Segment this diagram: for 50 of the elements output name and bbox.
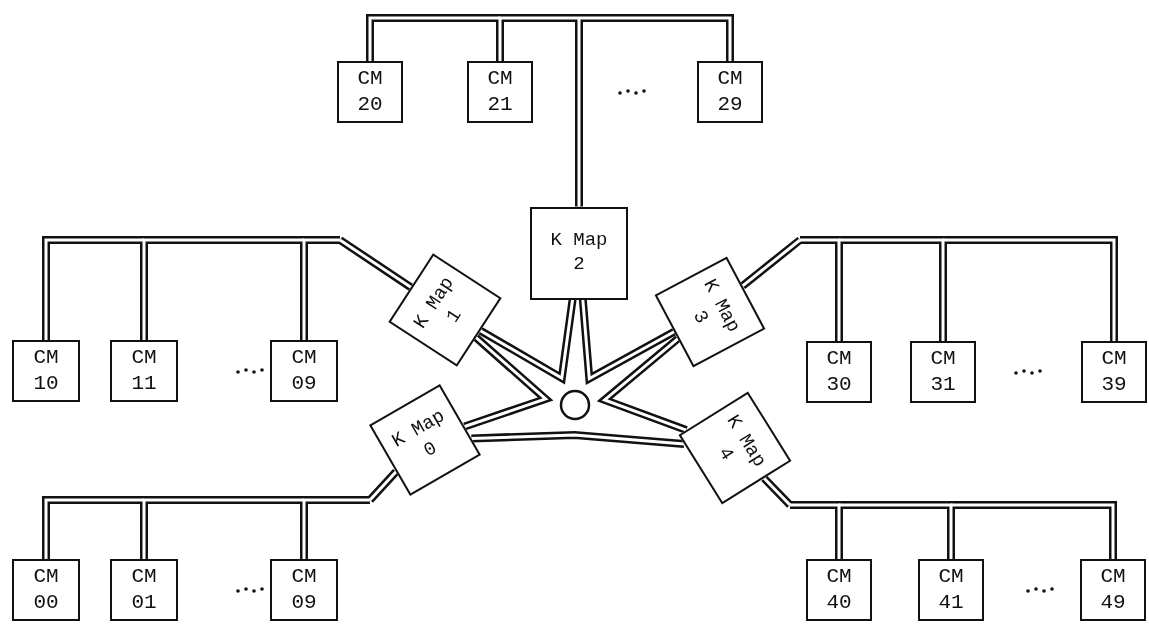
computer-module-box — [1081, 341, 1147, 403]
computer-module-box — [806, 341, 872, 403]
bus-line — [471, 431, 685, 448]
bus-line — [300, 496, 370, 559]
module-label: CM 21 — [486, 65, 514, 118]
module-label: CM 49 — [1099, 563, 1127, 616]
computer-module-box — [910, 341, 976, 403]
module-label: CM 30 — [825, 345, 853, 398]
module-label: CM 09 — [290, 563, 318, 616]
bus-line — [478, 298, 577, 385]
module-label: CM 31 — [929, 345, 957, 398]
module-label: CM 20 — [356, 65, 384, 118]
bus-line — [496, 14, 579, 61]
module-label: CM 01 — [130, 563, 158, 616]
computer-module-box — [12, 340, 80, 402]
computer-module-box — [806, 559, 872, 621]
k-map-box — [530, 206, 628, 300]
module-label: CM 40 — [825, 563, 853, 616]
computer-module-box — [337, 61, 403, 123]
module-label: CM 39 — [1100, 345, 1128, 398]
bus-line — [596, 335, 688, 434]
module-label: CM 29 — [716, 65, 744, 118]
module-label: CM 11 — [130, 344, 158, 397]
bus-line — [800, 236, 843, 341]
bus-line — [300, 236, 340, 340]
bus-line — [579, 14, 734, 61]
computer-module-box — [918, 559, 984, 621]
module-label: CM 00 — [32, 563, 60, 616]
bus-line — [578, 299, 677, 386]
k-map-label: K Map 1 — [408, 272, 468, 335]
bus-line — [337, 236, 414, 291]
bus-line — [761, 475, 793, 508]
computer-module-box — [110, 340, 178, 402]
bus-line — [790, 501, 843, 559]
module-label: CM 41 — [937, 563, 965, 616]
k-map-label: K Map 2 — [549, 229, 609, 277]
bus-line — [463, 334, 554, 431]
k-map-label: K Map 0 — [387, 404, 450, 464]
computer-module-box — [12, 559, 80, 621]
module-label: CM 09 — [290, 344, 318, 397]
computer-module-box — [467, 61, 533, 123]
bus-line — [367, 469, 399, 503]
computer-module-box — [1080, 559, 1146, 621]
k-map-label: K Map 3 — [686, 274, 746, 339]
computer-module-box — [270, 340, 338, 402]
computer-module-box — [110, 559, 178, 621]
bus-line — [740, 236, 803, 290]
module-label: CM 10 — [32, 344, 60, 397]
computer-module-box — [270, 559, 338, 621]
computer-module-box — [697, 61, 763, 123]
